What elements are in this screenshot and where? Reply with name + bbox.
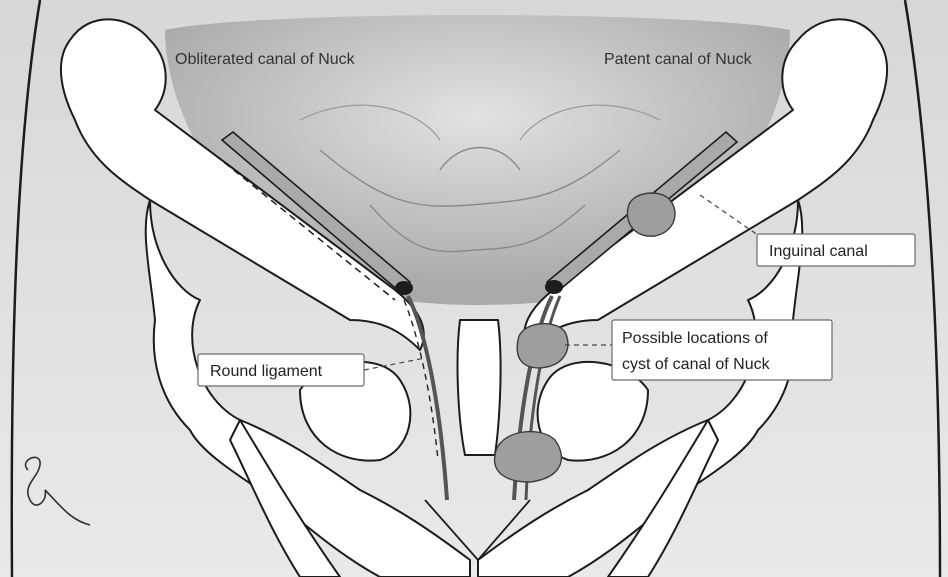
cyst-mid — [517, 324, 568, 368]
label-patent-canal: Patent canal of Nuck — [604, 51, 753, 68]
cyst-labial — [495, 432, 562, 482]
right-canal-ring — [545, 280, 563, 294]
label-round-ligament: Round ligament — [210, 363, 323, 380]
cyst-inguinal — [627, 193, 675, 236]
left-canal-ring — [395, 281, 413, 295]
label-possible-locations-2: cyst of canal of Nuck — [622, 356, 771, 373]
label-possible-locations-1: Possible locations of — [622, 330, 768, 347]
label-obliterated-canal: Obliterated canal of Nuck — [175, 51, 356, 68]
pubic-symphysis — [458, 320, 501, 455]
label-inguinal-canal: Inguinal canal — [769, 243, 868, 260]
